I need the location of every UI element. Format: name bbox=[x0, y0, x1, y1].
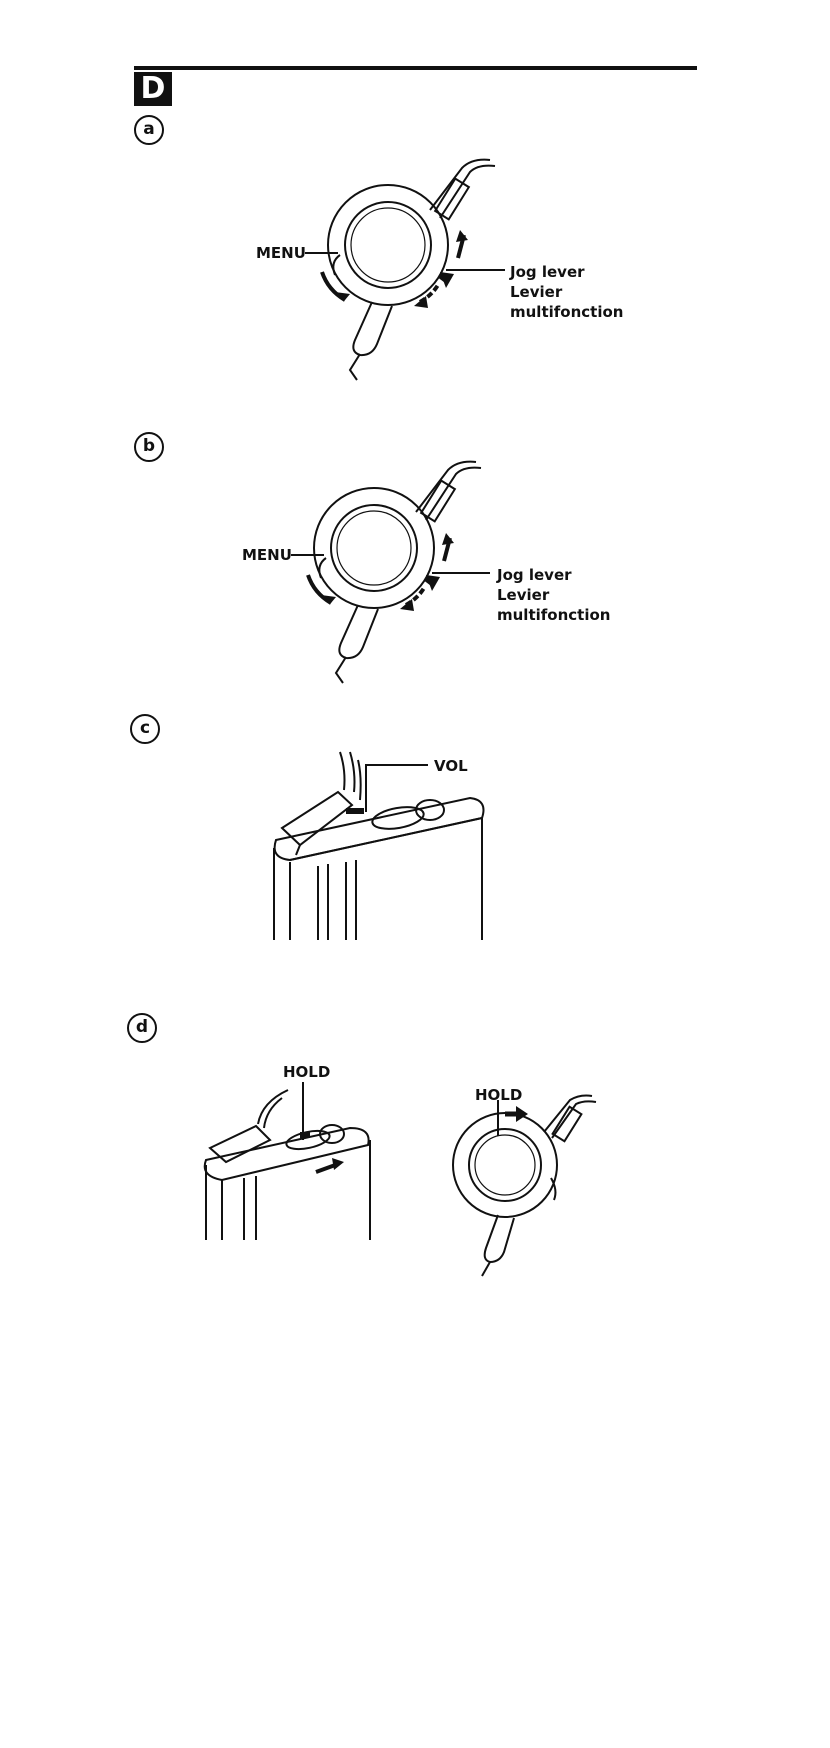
hold-label-right: HOLD bbox=[475, 1085, 522, 1105]
hold-label-left: HOLD bbox=[283, 1062, 330, 1082]
